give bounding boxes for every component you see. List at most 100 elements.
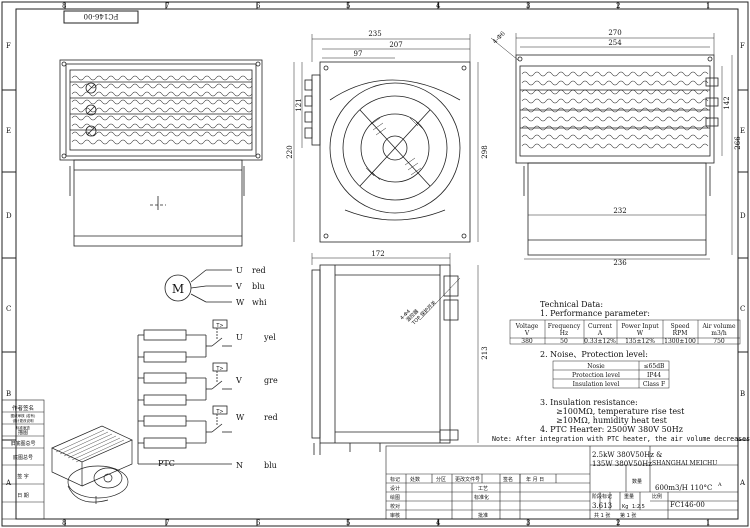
ptc-wire-letter: V: [235, 376, 242, 385]
perf-header-unit: W: [637, 330, 644, 337]
role-label: 校对: [390, 503, 400, 510]
side-panel-small: 设计更改说明: [13, 418, 34, 423]
blower-front-dimensions: [293, 34, 479, 242]
rev-header: 签名: [503, 476, 513, 483]
role-label: 工艺: [478, 486, 488, 492]
tech-title: Technical Data:: [540, 300, 603, 309]
col-label-bottom: 5: [346, 519, 350, 527]
perf-header-unit: Hz: [560, 330, 568, 337]
col-label-top: 6: [256, 2, 261, 10]
col-label-bottom: 1: [706, 519, 710, 527]
perf-header-unit: V: [524, 330, 530, 337]
dim-side-bottom-a: 232: [613, 207, 626, 215]
rev-header: 处数: [410, 476, 420, 483]
ptc-wire-color: blu: [264, 461, 277, 470]
perf-value: 1300±100: [664, 338, 696, 345]
dim-front-width-small: 97: [354, 50, 363, 58]
side-view-dimensions: [490, 33, 733, 260]
row-label-right: E: [740, 127, 745, 135]
row-label-left: C: [6, 305, 11, 313]
noise-row-label: Nosie: [587, 363, 605, 370]
ptc-label: PTC: [158, 459, 175, 468]
dim-bottom-height: 213: [481, 346, 489, 359]
title-scale-label: 比例: [652, 493, 662, 500]
perf-value: 380: [521, 338, 533, 345]
col-label-top: 1: [706, 2, 710, 10]
perf-header-unit: A: [597, 330, 603, 337]
side-panel-small: 标准审查: [16, 425, 30, 430]
motor-wire-color: whi: [252, 298, 267, 307]
blower-side-view: [311, 264, 459, 455]
corner-drawing-number: FC146-00: [63, 10, 139, 24]
row-label-left: D: [6, 212, 12, 220]
perf-value: 750: [713, 338, 725, 345]
performance-table: [509, 319, 741, 345]
role-label: 标准化: [474, 494, 489, 501]
row-label-left: F: [6, 42, 11, 50]
title-scale: 1:2.5: [632, 504, 645, 510]
col-label-top: 2: [616, 2, 620, 10]
dim-front-width-outer: 235: [368, 30, 381, 38]
perf-value: 0.33±12%: [584, 338, 616, 345]
dim-front-width-mid: 207: [389, 41, 402, 49]
motor-wire-color: red: [252, 266, 266, 275]
perf-header: Air volume: [701, 323, 736, 330]
side-panel-label: 底图总号: [13, 454, 33, 461]
row-label-right: F: [740, 42, 745, 50]
tech-ins2: ≥10MΩ, humidity heat test: [556, 416, 668, 425]
col-label-bottom: 2: [616, 519, 620, 527]
blower-front-view: [304, 61, 471, 243]
tech-section4: 4. PTC Hearter: 2500W 380V 50Hz: [540, 425, 683, 434]
role-label: 设计: [390, 485, 400, 492]
motor-wire-color: blu: [252, 282, 265, 291]
row-label-left: E: [6, 127, 11, 135]
tech-section2: 2. Noise、Protection level:: [540, 350, 648, 359]
col-label-bottom: 7: [165, 519, 169, 527]
motor-wire-letter: U: [236, 266, 243, 275]
ptc-wire-letter: N: [236, 461, 243, 470]
side-panel-label: 日 期: [17, 493, 29, 499]
perf-header: Frequency: [548, 323, 581, 330]
noise-row-value: IP44: [647, 372, 661, 379]
title-weight-unit: Kg: [622, 504, 628, 510]
perf-header-unit: m3/h: [711, 330, 727, 337]
ptc-switch-symbol: T>: [215, 409, 223, 415]
side-panel-label: 描图: [18, 429, 28, 436]
perf-header: Current: [588, 323, 613, 330]
title-sheets: 共 1 张: [594, 512, 610, 519]
role-label: 批准: [478, 512, 488, 519]
rev-header: 标记: [390, 476, 400, 483]
ptc-wire-color: red: [264, 413, 278, 422]
ptc-wire-letter: U: [236, 333, 243, 342]
title-stage-label: 阶段标记: [592, 493, 612, 500]
tech-section3: 3. Insulation resistance:: [540, 398, 638, 407]
blower-side-dimensions: [311, 253, 479, 443]
col-label-bottom: 6: [256, 519, 261, 527]
tech-section1: 1. Performance parameter:: [540, 309, 650, 318]
ptc-wiring: [137, 319, 232, 465]
row-label-left: A: [5, 479, 12, 487]
col-label-top: 4: [436, 2, 441, 10]
row-label-right: C: [740, 305, 745, 313]
row-label-right: D: [740, 212, 746, 220]
role-label: 审核: [390, 512, 400, 519]
rev-header: 年 月 日: [526, 476, 544, 483]
perf-value: 135±12%: [625, 338, 655, 345]
noise-table: [552, 360, 670, 389]
title-company: SHANGHAI MEICHU: [652, 460, 717, 467]
perf-header: Power Input: [621, 323, 659, 330]
title-spec: 600m3/H 110°C: [655, 484, 712, 492]
dim-side-angle: 4-Φ6: [491, 30, 506, 45]
title-desc1: 2.5kW 380V50Hz &: [592, 451, 662, 459]
perf-header: Voltage: [515, 323, 539, 330]
inner-frame: [15, 8, 739, 520]
top-column-markers: 8 7 6 5 4 3 2 1: [62, 2, 710, 10]
rev-header: 更改文件号: [455, 476, 480, 483]
dim-depth-right: 298: [481, 145, 489, 158]
dim-front-height-inner: 121: [295, 98, 303, 111]
isometric-sketch: [51, 425, 133, 504]
motor-symbol: M: [172, 282, 184, 296]
dim-side-top-outer: 270: [608, 29, 621, 37]
ptc-wire-color: gre: [264, 376, 278, 385]
